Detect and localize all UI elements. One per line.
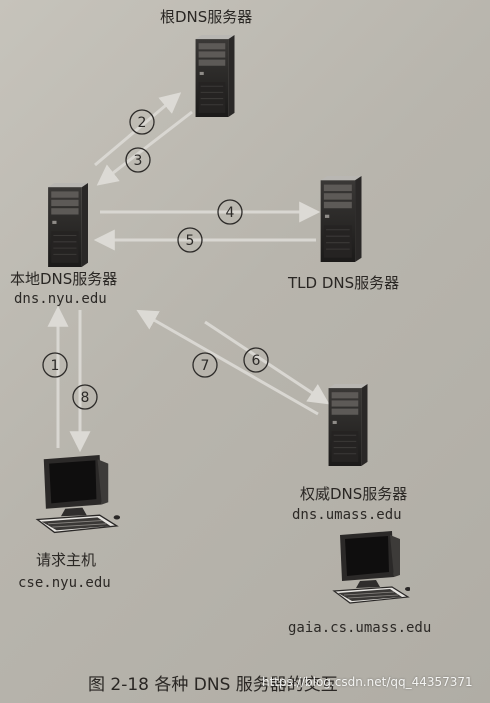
svg-text:2: 2 bbox=[138, 115, 147, 131]
svg-text:5: 5 bbox=[186, 233, 195, 249]
arrow-step-6 bbox=[204, 320, 330, 405]
authoritative-server-host: dns.umass.edu bbox=[292, 507, 402, 523]
step-circle-3: 3 bbox=[125, 147, 151, 173]
arrow-step-7 bbox=[136, 309, 319, 416]
step-circle-2: 2 bbox=[129, 109, 155, 135]
step-circle-7: 7 bbox=[192, 352, 218, 378]
svg-text:6: 6 bbox=[252, 353, 261, 369]
step-circle-8: 8 bbox=[72, 384, 98, 410]
step-circle-6: 6 bbox=[243, 347, 269, 373]
step-circle-1: 1 bbox=[42, 352, 68, 378]
arrow-step-3 bbox=[96, 110, 193, 186]
svg-text:4: 4 bbox=[226, 205, 235, 221]
svg-text:1: 1 bbox=[51, 358, 60, 374]
arrow-step-2 bbox=[94, 92, 182, 167]
local-server-host: dns.nyu.edu bbox=[14, 291, 107, 307]
tld-server-label: TLD DNS服务器 bbox=[288, 274, 400, 292]
svg-text:8: 8 bbox=[81, 390, 90, 406]
watermark-link[interactable]: https://blog.csdn.net/qq_44357371 bbox=[262, 675, 473, 689]
svg-text:7: 7 bbox=[201, 358, 210, 374]
step-circle-4: 4 bbox=[217, 199, 243, 225]
requester-computer-icon bbox=[36, 455, 120, 534]
svg-text:3: 3 bbox=[134, 153, 143, 169]
local-server-icon bbox=[47, 183, 89, 267]
requester-host-name: cse.nyu.edu bbox=[18, 575, 111, 591]
step-circle-5: 5 bbox=[177, 227, 203, 253]
figure-caption: 图 2-18 各种 DNS 服务器的交互 bbox=[88, 675, 338, 695]
local-server-label: 本地DNS服务器 bbox=[10, 270, 118, 288]
root-server-label: 根DNS服务器 bbox=[160, 8, 253, 26]
root-server-icon bbox=[195, 35, 235, 117]
requester-host-label: 请求主机 bbox=[36, 551, 97, 569]
tld-server-icon bbox=[320, 176, 362, 262]
authoritative-server-label: 权威DNS服务器 bbox=[300, 485, 408, 503]
target-computer-icon bbox=[333, 530, 410, 604]
authoritative-server-icon bbox=[328, 384, 368, 466]
target-host-name: gaia.cs.umass.edu bbox=[288, 620, 432, 636]
